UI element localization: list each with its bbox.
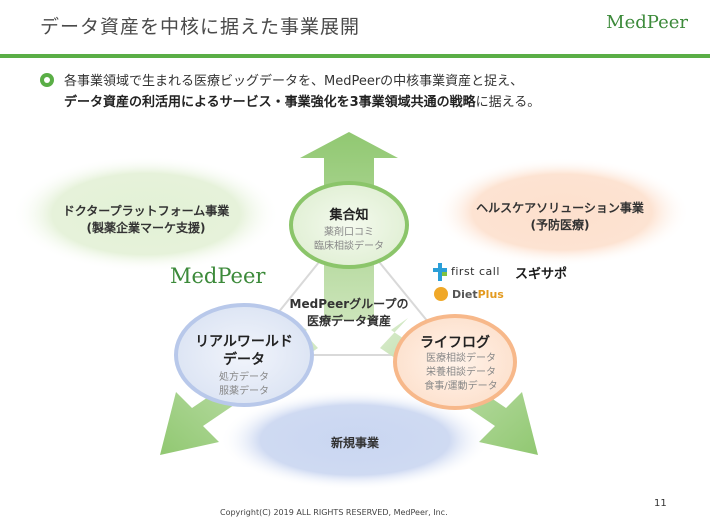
healthcare-label: ヘルスケアソリューション事業 (予防医療)	[476, 200, 644, 234]
real-world-item: 服薬データ	[219, 386, 269, 397]
collective-knowledge-circle	[289, 181, 409, 269]
intro-tail: に据える。	[475, 95, 541, 110]
new-business-area	[220, 390, 490, 490]
diet-plus-logo: DietPlus	[452, 288, 504, 301]
new-business-label: 新規事業	[330, 436, 380, 450]
page-title: データ資産を中核に据えた事業展開	[40, 16, 361, 38]
collective-knowledge-title: 集合知	[329, 208, 369, 223]
doctor-platform-label: ドクタープラットフォーム事業 (製薬企業マーケ支援)	[63, 203, 229, 237]
first-call-icon	[433, 263, 447, 281]
lifelog-item: 栄養相談データ	[426, 367, 496, 378]
lifelog-item: 医療相談データ	[426, 353, 496, 364]
real-world-item: 処方データ	[219, 372, 269, 383]
real-world-data-title-line2: データ	[223, 352, 265, 368]
diet-plus-icon	[434, 287, 448, 301]
real-world-data-title: リアルワールド データ	[195, 333, 293, 369]
lifelog-circle	[393, 314, 517, 410]
medpeer-service-logo: MedPeer	[170, 264, 266, 288]
intro-emphasis: データ資産の利活用によるサービス・事業強化を3事業領域共通の戦略	[64, 95, 476, 110]
doctor-platform-title: ドクタープラットフォーム事業	[62, 204, 230, 218]
collective-item: 薬剤口コミ	[324, 227, 374, 238]
doctor-platform-subtitle: (製薬企業マーケ支援)	[86, 221, 206, 235]
center-label: MedPeerグループの 医療データ資産	[290, 296, 409, 330]
medpeer-logo: MedPeer	[606, 12, 688, 33]
lifelog-title: ライフログ	[420, 335, 490, 351]
intro-line-2: データ資産の利活用によるサービス・事業強化を3事業領域共通の戦略に据える。	[64, 91, 540, 110]
center-label-line1: MedPeerグループの	[289, 297, 409, 311]
diet-plus-logo-plus: Plus	[477, 288, 504, 301]
copyright: Copyright(C) 2019 ALL RIGHTS RESERVED, M…	[220, 508, 448, 517]
healthcare-title: ヘルスケアソリューション事業	[476, 201, 644, 215]
sugi-sapo-logo: スギサポ	[515, 267, 568, 282]
page-number: 11	[654, 498, 667, 509]
intro-line-1: 各事業領域で生まれる医療ビッグデータを、MedPeerの中核事業資産と捉え、	[64, 74, 524, 89]
bullet-icon	[40, 73, 54, 87]
lifelog-item: 食事/運動データ	[424, 381, 498, 392]
title-divider	[0, 54, 710, 58]
real-world-data-circle	[174, 303, 314, 407]
healthcare-subtitle: (予防医療)	[530, 218, 590, 232]
lifelog-items: 医療相談データ 栄養相談データ 食事/運動データ	[424, 352, 497, 394]
collective-knowledge-items: 薬剤口コミ 臨床相談データ	[314, 226, 384, 254]
center-label-line2: 医療データ資産	[306, 314, 392, 328]
collective-item: 臨床相談データ	[314, 241, 384, 252]
first-call-logo: first call	[451, 265, 500, 278]
healthcare-area	[434, 158, 690, 266]
real-world-data-items: 処方データ 服薬データ	[219, 371, 269, 399]
real-world-data-title-line1: リアルワールド	[195, 334, 293, 350]
diet-plus-logo-main: Diet	[452, 288, 478, 301]
doctor-platform-area	[12, 156, 280, 272]
